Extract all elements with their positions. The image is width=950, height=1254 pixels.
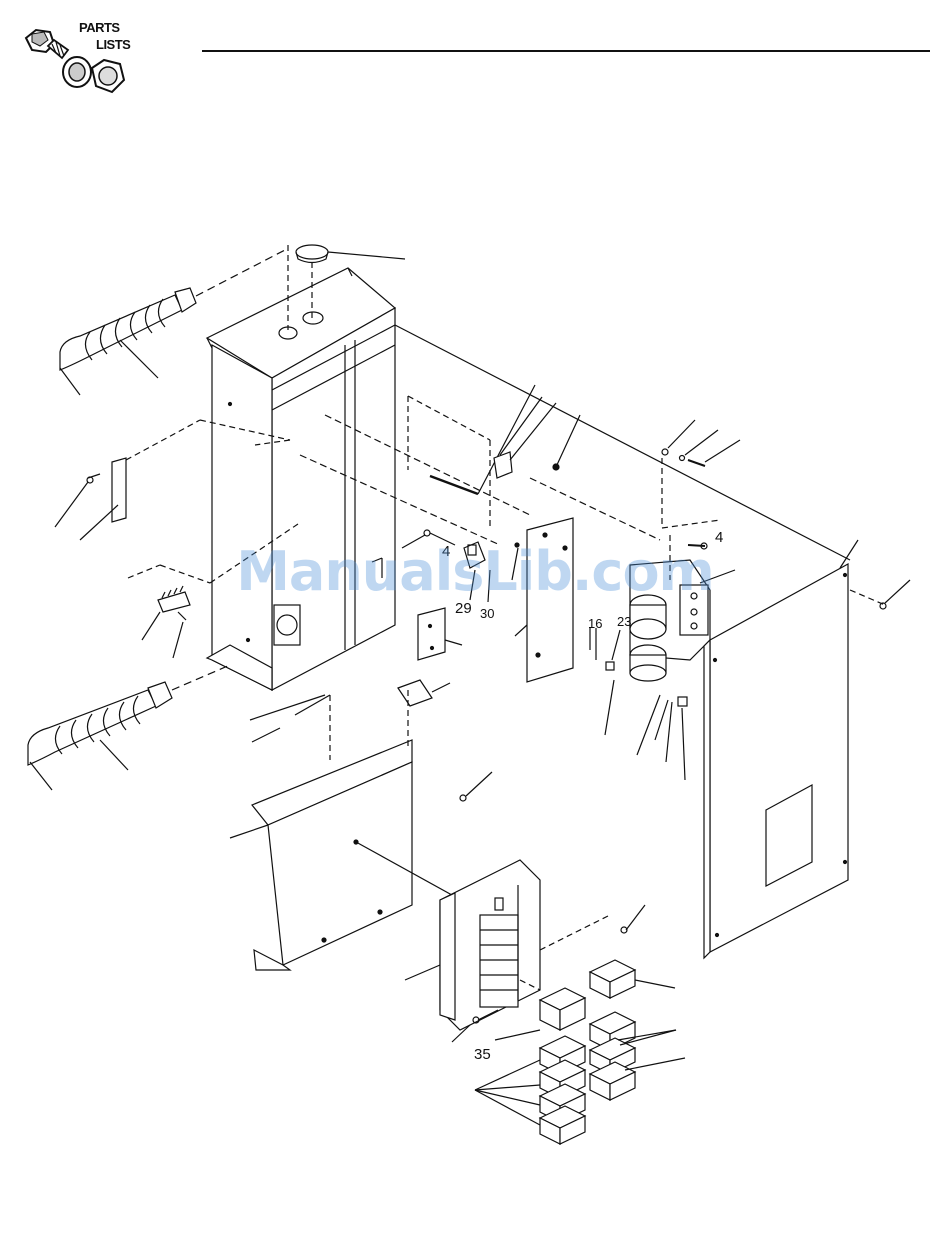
callout-30: 30 [480,606,494,621]
callout-35: 35 [474,1046,491,1063]
callout-16: 16 [588,616,602,631]
callout-23: 23 [617,614,631,629]
watermark: ManualsLib.com [0,540,950,603]
enclosure-box [207,268,395,690]
switch-part [408,396,580,528]
fuse-holder [398,680,450,706]
lower-conduit [28,665,230,790]
